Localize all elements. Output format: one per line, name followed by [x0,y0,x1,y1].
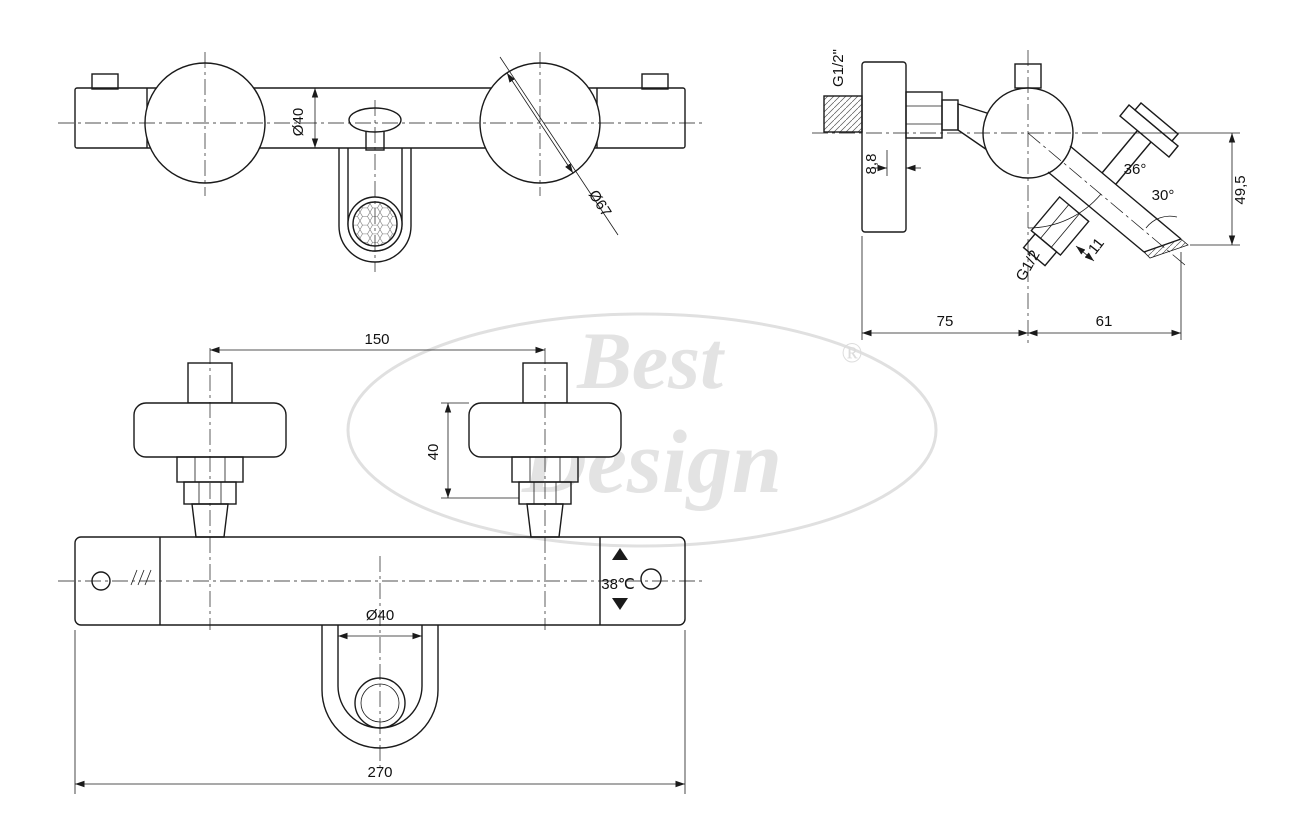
brand-watermark: Best Design ® [346,312,938,548]
dim-side-outlet-drop: 49,5 [1232,175,1249,204]
triangle-down-icon [612,598,628,610]
watermark-registered-icon: ® [841,338,862,369]
dim-top-body-diameter: Ø40 [290,108,307,136]
dim-side-wall-to-center: 75 [937,313,954,330]
side-view: G1/2" 8,8 36° 30° G1/2 11 49,5 75 61 [812,49,1249,345]
top-view: Ø40 Ø67 [58,52,706,272]
dim-side-plate-offset: 8,8 [863,154,880,175]
dim-front-inlet-spacing: 150 [364,331,389,348]
dim-side-outlet-length: 11 [1085,235,1108,258]
triangle-up-icon [612,548,628,560]
dim-front-total-width: 270 [367,764,392,781]
label-front-temperature: 38℃ [601,576,635,593]
watermark-ellipse [346,312,938,548]
watermark-word-1: Best [576,315,725,406]
dim-side-spout-angle: 36° [1124,161,1147,178]
label-side-wall-thread: G1/2" [830,49,847,87]
dim-side-center-to-spout: 61 [1096,313,1113,330]
front-view: 38℃ 150 40 Ø40 270 [58,331,702,794]
dim-front-spout-diameter: Ø40 [366,607,394,624]
dim-side-outlet-angle: 30° [1152,187,1175,204]
dim-front-flange-offset: 40 [425,444,442,461]
